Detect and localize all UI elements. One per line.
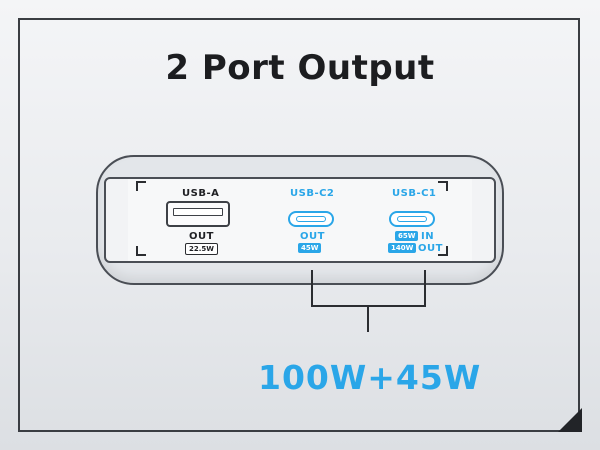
- bracket-bottom-right: [438, 246, 448, 256]
- usb-c2-label: USB-C2: [290, 188, 335, 199]
- usb-c1-port-icon: [389, 211, 435, 227]
- bracket-top-right: [438, 181, 448, 191]
- frame-border: [18, 18, 580, 432]
- page-title: 2 Port Output: [165, 48, 435, 88]
- usb-a-wattage-badge: 22.5W: [185, 243, 218, 255]
- corner-accent: [558, 408, 582, 432]
- usb-a-port-icon: [166, 201, 230, 227]
- connector-right: [424, 270, 426, 306]
- usb-c1-in-label: IN: [421, 231, 435, 242]
- usb-c2-direction: OUT: [300, 231, 325, 242]
- combined-output-text: 100W+45W: [258, 358, 482, 397]
- usb-c2-wattage-badge: 45W: [298, 243, 322, 253]
- usb-a-label: USB-A: [182, 188, 220, 199]
- usb-c1-out-wattage-badge: 140W: [388, 243, 417, 253]
- connector-stem: [367, 305, 369, 332]
- connector-left: [311, 270, 313, 306]
- bracket-top-left: [136, 181, 146, 191]
- usb-c2-port-icon: [288, 211, 334, 227]
- usb-c1-out-label: OUT: [418, 243, 443, 254]
- usb-c1-in-wattage-badge: 65W: [395, 231, 419, 241]
- usb-c1-label: USB-C1: [392, 188, 437, 199]
- usb-a-direction: OUT: [189, 231, 214, 242]
- bracket-bottom-left: [136, 246, 146, 256]
- usb-c2-inner: [296, 216, 326, 222]
- usb-c1-inner: [397, 216, 427, 222]
- usb-a-tongue: [173, 208, 223, 216]
